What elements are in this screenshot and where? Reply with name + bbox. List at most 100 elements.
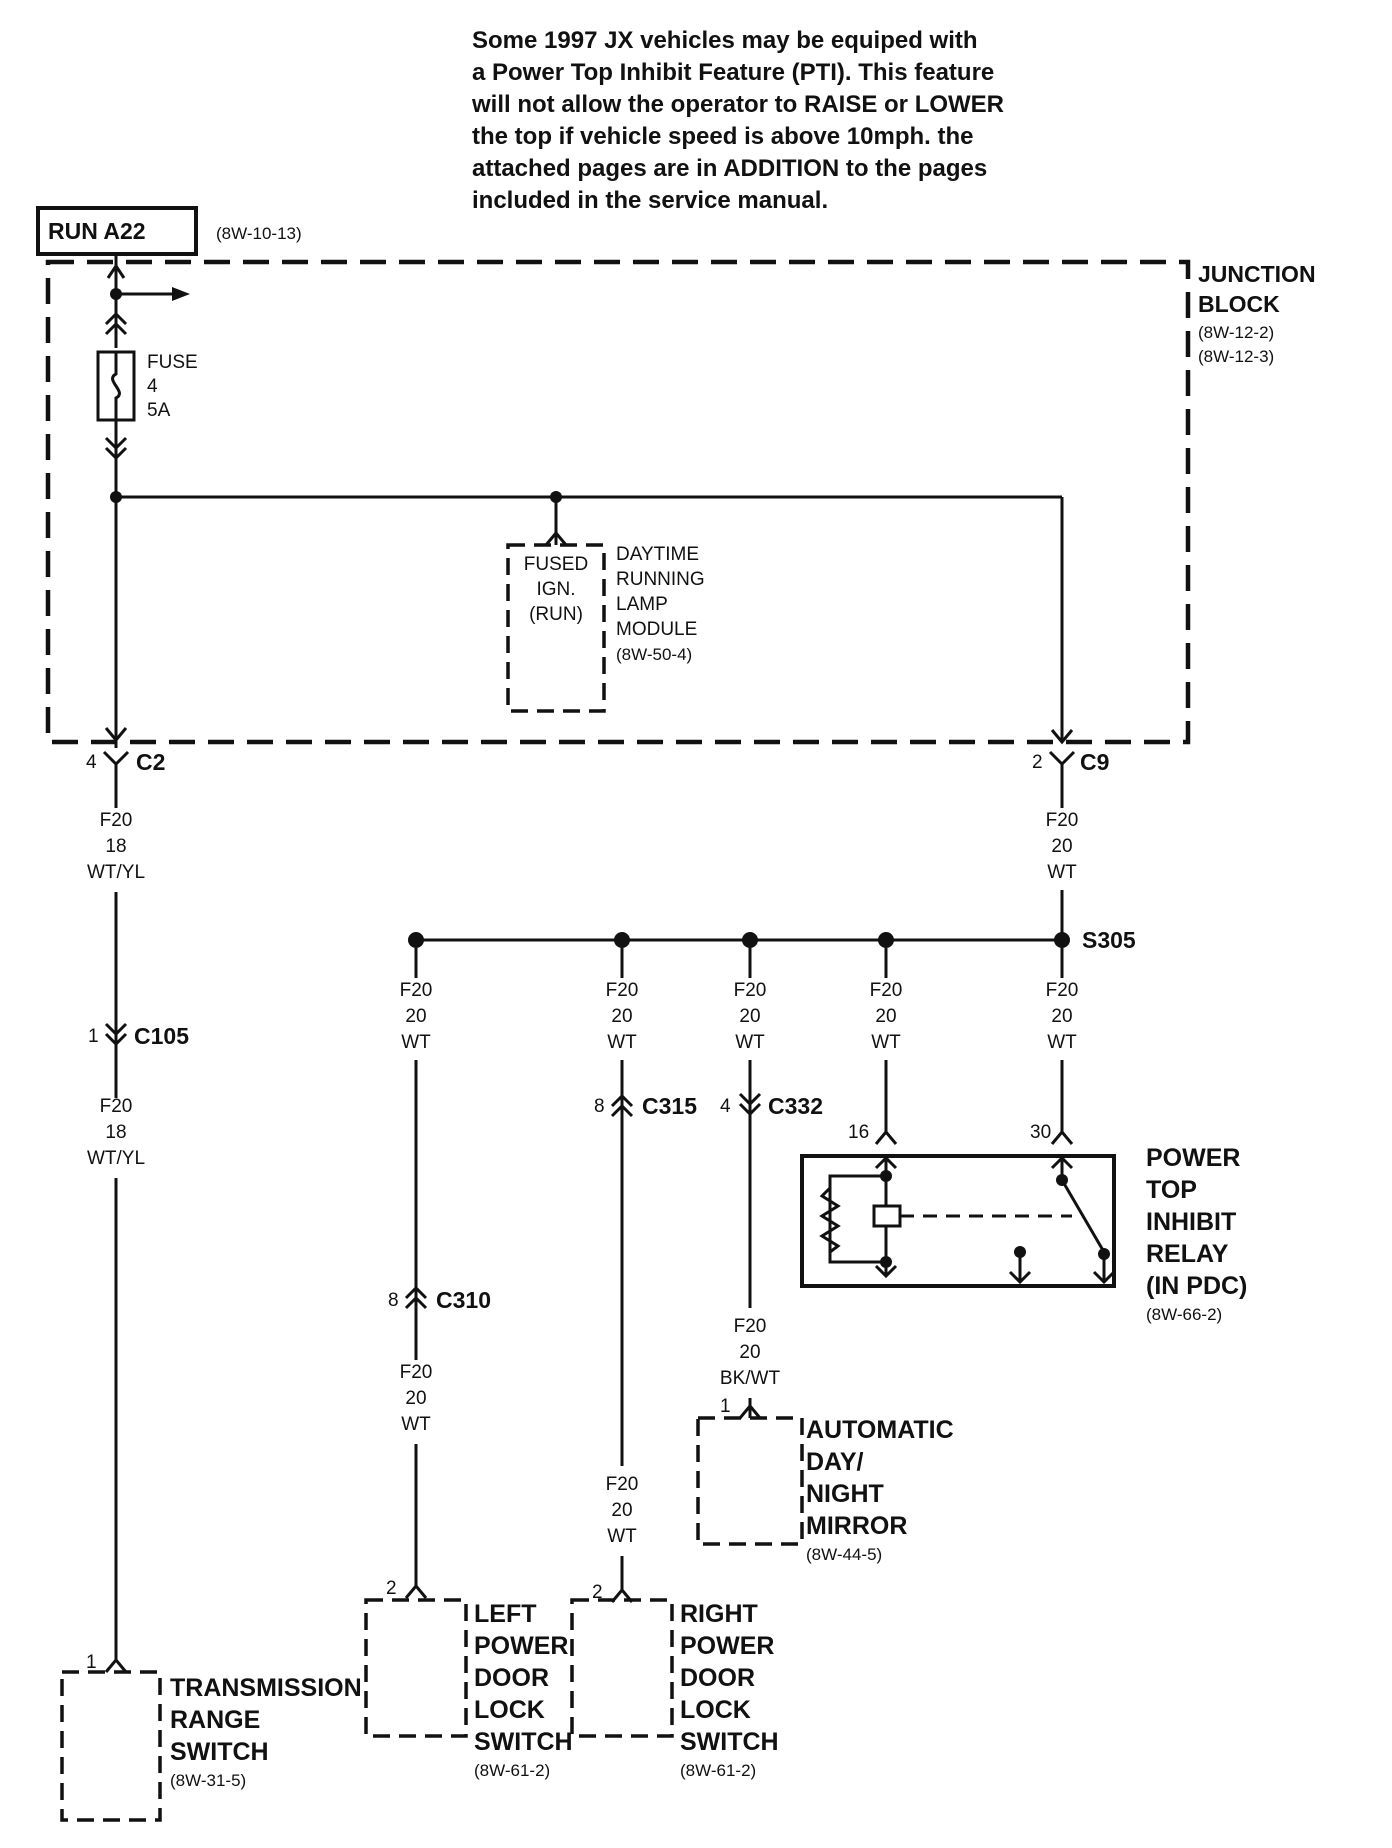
c315-pin: 8 — [594, 1096, 605, 1117]
note-line-2: a Power Top Inhibit Feature (PTI). This … — [472, 59, 994, 86]
mirror-outline — [696, 1416, 804, 1546]
service-note: Some 1997 JX vehicles may be equiped wit… — [471, 27, 1004, 214]
connector-c315: 8 C315 — [594, 1093, 697, 1119]
branch1-color: WT — [401, 1032, 431, 1053]
s305-name: S305 — [1082, 927, 1136, 953]
junction-block-ref-2: (8W-12-3) — [1198, 347, 1274, 366]
branch-wire-5: F20 20 WT — [1046, 948, 1079, 1132]
wire-left-bottom-gauge: 18 — [105, 1122, 126, 1143]
mirror-label-1: AUTOMATIC — [806, 1416, 954, 1444]
connector-c105: 1 C105 — [88, 1022, 189, 1049]
c310-wire-gauge: 20 — [405, 1388, 426, 1409]
branch4-circuit: F20 — [870, 980, 903, 1001]
drl-label-4: MODULE — [616, 619, 697, 640]
note-line-6: included in the service manual. — [472, 187, 828, 214]
c105-pin: 1 — [88, 1026, 99, 1047]
c315-wire-circuit: F20 — [606, 1474, 639, 1495]
branch5-circuit: F20 — [1046, 980, 1079, 1001]
wire-label-c315-down: F20 20 WT — [598, 1472, 646, 1590]
branch-wire-4: F20 20 WT — [870, 948, 903, 1132]
trs-label-2: RANGE — [170, 1706, 260, 1734]
junction-block-outline — [45, 259, 1191, 745]
splice-s305: S305 — [408, 927, 1136, 953]
c332-wire-color: BK/WT — [720, 1368, 781, 1389]
automatic-day-night-mirror: 1 AUTOMATIC DAY/ NIGHT MIRROR (8W-44-5) — [696, 1396, 954, 1564]
relay-label-5: (IN PDC) — [1146, 1272, 1247, 1300]
wire-left-bottom-color: WT/YL — [87, 1148, 145, 1169]
trs-ref: (8W-31-5) — [170, 1771, 246, 1790]
relay-outline — [800, 1154, 1116, 1288]
drl-inner-1: FUSED — [524, 554, 588, 575]
left-lock-outline — [364, 1598, 468, 1738]
branch3-color: WT — [735, 1032, 765, 1053]
wire-c9-circuit: F20 — [1046, 810, 1079, 831]
fuse-label: FUSE — [147, 352, 198, 373]
drl-label-1: DAYTIME — [616, 544, 699, 565]
run-a22-ref: (8W-10-13) — [216, 224, 302, 243]
wire-left-bottom-circuit: F20 — [100, 1096, 133, 1117]
c332-wire-circuit: F20 — [734, 1316, 767, 1337]
fuse-number: 4 — [147, 376, 158, 397]
relay-label-1: POWER — [1146, 1144, 1240, 1172]
wire-c9-color: WT — [1047, 862, 1077, 883]
branch-wire-2: F20 20 WT — [606, 948, 638, 1466]
left-lock-label-3: DOOR — [474, 1664, 549, 1692]
junction-block: JUNCTION BLOCK (8W-12-2) (8W-12-3) — [45, 259, 1316, 745]
trs-pin: 1 — [86, 1652, 97, 1673]
transmission-range-switch: 1 TRANSMISSION RANGE SWITCH (8W-31-5) — [60, 1652, 362, 1822]
connector-c332: 4 C332 — [720, 1092, 823, 1119]
relay-resistor-icon — [819, 1186, 841, 1254]
c9-pin: 2 — [1032, 752, 1043, 773]
c310-wire-color: WT — [401, 1414, 431, 1435]
trs-outline — [60, 1670, 162, 1822]
left-lock-label-4: LOCK — [474, 1696, 545, 1724]
c310-name: C310 — [436, 1287, 491, 1313]
right-power-door-lock-switch: 2 RIGHT POWER DOOR LOCK SWITCH (8W-61-2) — [570, 1582, 779, 1780]
junction-block-label-2: BLOCK — [1198, 291, 1280, 317]
mirror-pin: 1 — [720, 1396, 731, 1417]
branch-wire-1: F20 20 WT — [400, 948, 433, 1586]
connector-c9: 2 C9 — [1032, 729, 1109, 775]
branch1-circuit: F20 — [400, 980, 433, 1001]
branch4-gauge: 20 — [875, 1006, 896, 1027]
relay-coil-icon — [872, 1204, 902, 1228]
junction-block-ref-1: (8W-12-2) — [1198, 323, 1274, 342]
trs-label-1: TRANSMISSION — [170, 1674, 362, 1702]
wire-label-c332-down: F20 20 BK/WT — [716, 1314, 784, 1418]
right-lock-label-3: DOOR — [680, 1664, 755, 1692]
branch5-color: WT — [1047, 1032, 1077, 1053]
right-lock-ref: (8W-61-2) — [680, 1761, 756, 1780]
c315-wire-gauge: 20 — [611, 1500, 632, 1521]
mirror-label-2: DAY/ — [806, 1448, 863, 1476]
c332-wire-gauge: 20 — [739, 1342, 760, 1363]
wire-left-top-gauge: 18 — [105, 836, 126, 857]
wire-label-c310-down: F20 20 WT — [392, 1360, 440, 1444]
arrow-right-icon — [172, 287, 190, 301]
wire-left-top-circuit: F20 — [100, 810, 133, 831]
c315-wire-color: WT — [607, 1526, 637, 1547]
branch2-gauge: 20 — [611, 1006, 632, 1027]
left-power-door-lock-switch: 2 LEFT POWER DOOR LOCK SWITCH (8W-61-2) — [364, 1578, 573, 1780]
drl-inner-2: IGN. — [536, 579, 575, 600]
c2-name: C2 — [136, 749, 165, 775]
c310-wire-circuit: F20 — [400, 1362, 433, 1383]
trs-label-3: SWITCH — [170, 1738, 269, 1766]
note-line-1: Some 1997 JX vehicles may be equiped wit… — [472, 27, 978, 54]
branch3-circuit: F20 — [734, 980, 767, 1001]
drl-label-2: RUNNING — [616, 569, 705, 590]
power-top-inhibit-relay: 16 30 POWER TOP INHIBIT RELAY (IN PDC) (… — [800, 1122, 1247, 1324]
note-line-3: will not allow the operator to RAISE or … — [471, 91, 1004, 118]
left-lock-label-1: LEFT — [474, 1600, 537, 1628]
relay-label-4: RELAY — [1146, 1240, 1229, 1268]
c332-pin: 4 — [720, 1096, 731, 1117]
wire-left-top-color: WT/YL — [87, 862, 145, 883]
junction-block-label-1: JUNCTION — [1198, 261, 1316, 287]
right-lock-label-4: LOCK — [680, 1696, 751, 1724]
branch2-color: WT — [607, 1032, 637, 1053]
branch4-color: WT — [871, 1032, 901, 1053]
branch1-gauge: 20 — [405, 1006, 426, 1027]
wire-label-left-bottom: F20 18 WT/YL — [87, 1096, 145, 1169]
connector-c2: 4 C2 — [86, 727, 165, 775]
right-lock-pin: 2 — [592, 1582, 603, 1603]
